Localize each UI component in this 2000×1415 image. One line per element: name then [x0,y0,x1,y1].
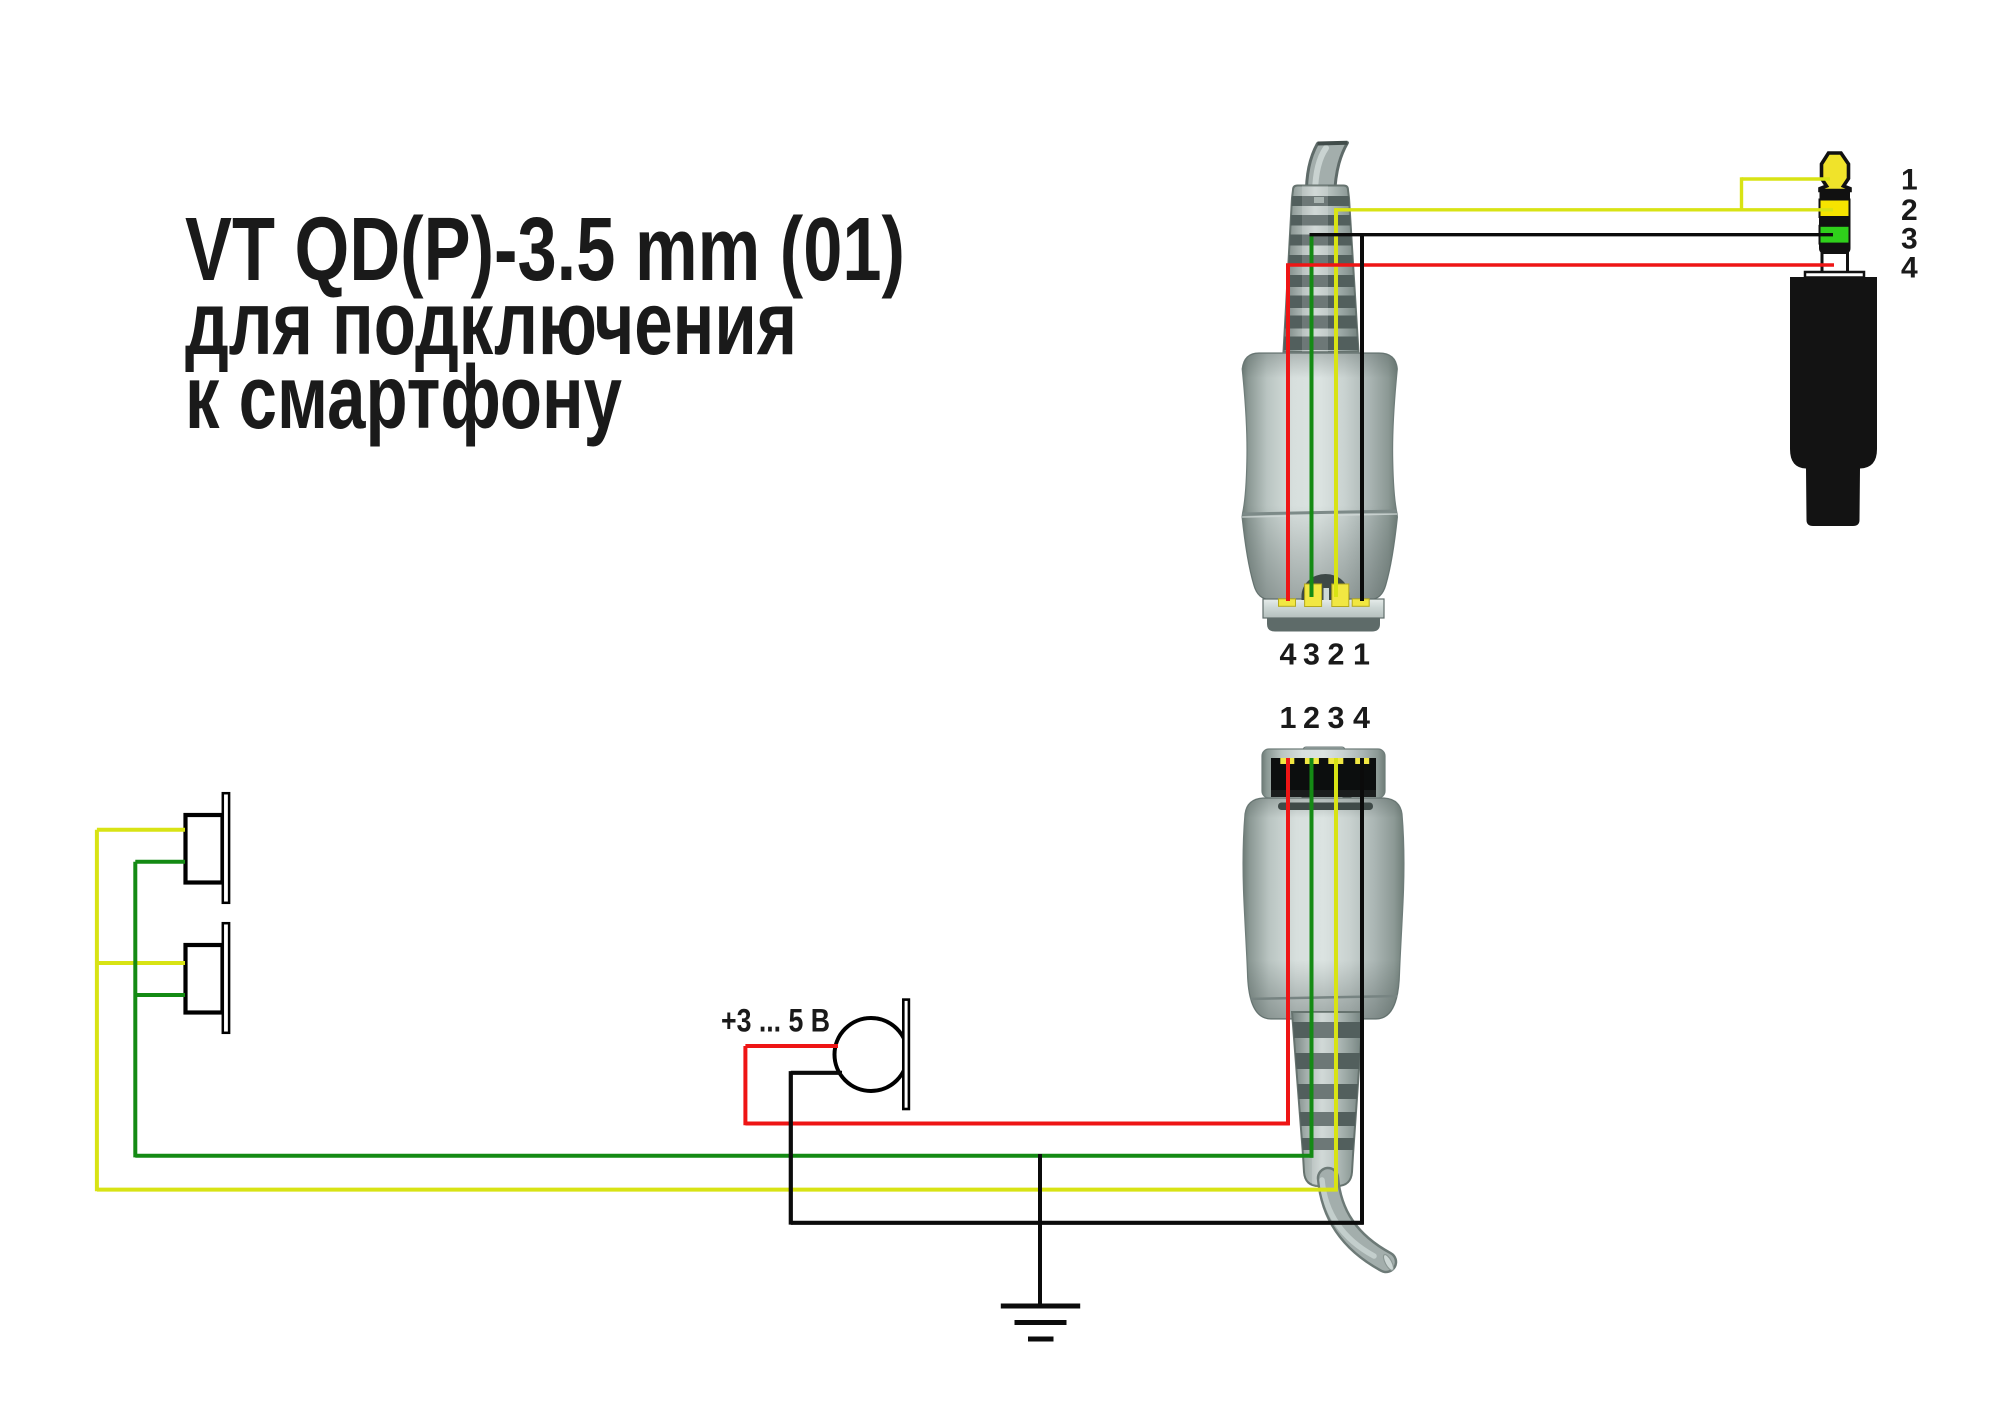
svg-text:для подключения: для подключения [185,274,797,374]
svg-text:3: 3 [1328,701,1345,735]
svg-text:+3 ... 5 В: +3 ... 5 В [721,1003,830,1039]
svg-text:2: 2 [1901,194,1918,227]
svg-text:3: 3 [1901,223,1918,256]
svg-text:2: 2 [1328,638,1345,672]
svg-text:1: 1 [1901,164,1918,197]
svg-text:4: 4 [1353,701,1370,735]
svg-text:2: 2 [1303,701,1320,735]
svg-text:к смартфону: к смартфону [185,348,622,448]
svg-text:4: 4 [1280,638,1297,672]
svg-text:4: 4 [1901,252,1918,285]
svg-text:1: 1 [1353,638,1370,672]
svg-text:3: 3 [1303,638,1320,672]
svg-text:1: 1 [1280,701,1297,735]
svg-text:VT QD(P)-3.5 mm (01): VT QD(P)-3.5 mm (01) [185,200,905,300]
